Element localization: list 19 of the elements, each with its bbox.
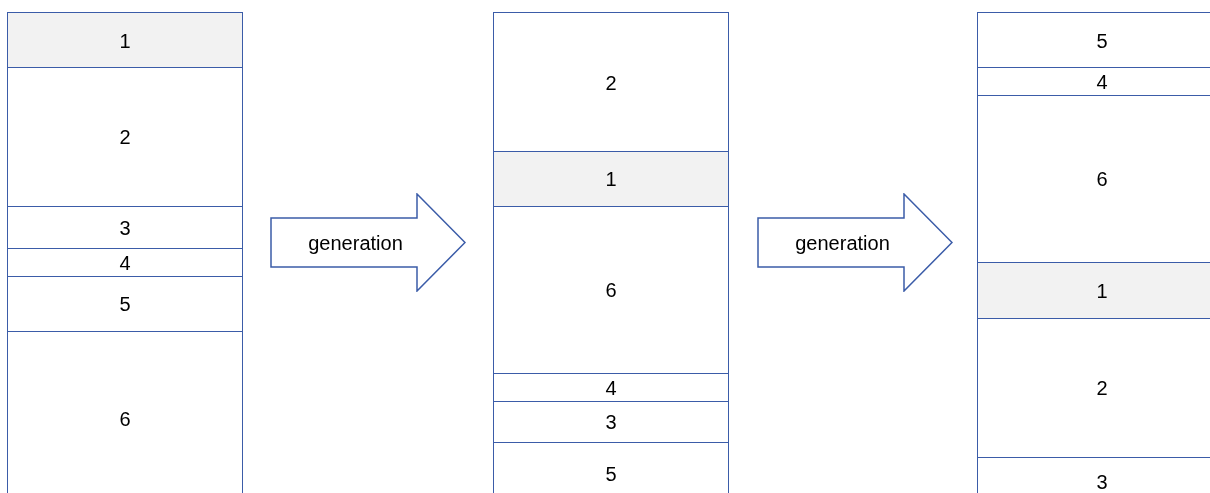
- arrow-label: generation: [308, 232, 403, 253]
- stack-cell: 4: [977, 67, 1210, 96]
- stack-cell: 2: [7, 67, 243, 207]
- stack-cell: 5: [7, 276, 243, 332]
- stack-cell: 1: [493, 151, 729, 207]
- stack-cell: 3: [493, 401, 729, 443]
- block-arrow: [270, 193, 466, 292]
- stack-cell: 1: [977, 262, 1210, 319]
- stack-cell: 6: [7, 331, 243, 493]
- stack-cell: 5: [493, 442, 729, 493]
- stack-cell: 6: [493, 206, 729, 374]
- stack-cell: 5: [977, 12, 1210, 69]
- block-arrow: [757, 193, 953, 292]
- stack-cell: 4: [493, 373, 729, 402]
- stack-cell: 3: [7, 206, 243, 249]
- stack-cell: 4: [7, 248, 243, 277]
- stack-cell: 1: [7, 12, 243, 69]
- arrow-label: generation: [795, 232, 890, 253]
- stack-cell: 2: [493, 12, 729, 153]
